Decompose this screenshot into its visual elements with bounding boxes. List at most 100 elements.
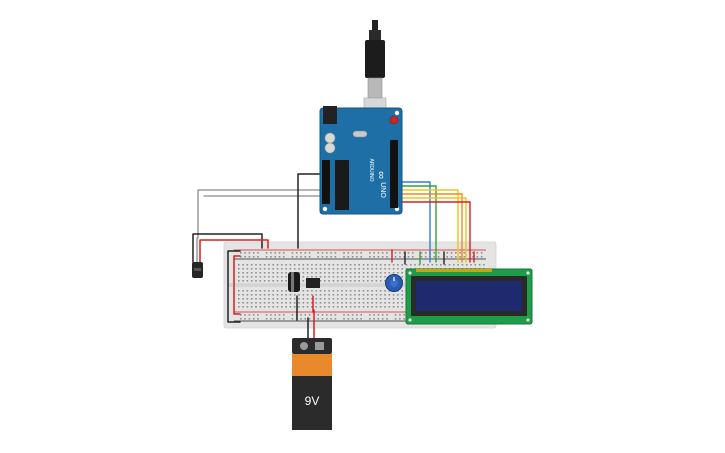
breadboard-hole	[263, 294, 266, 296]
potentiometer[interactable]	[385, 274, 403, 292]
breadboard-hole	[238, 302, 240, 304]
breadboard-hole	[397, 264, 399, 266]
breadboard-hole	[252, 252, 255, 254]
breadboard-hole	[328, 298, 330, 300]
breadboard-hole	[388, 264, 391, 266]
breadboard-hole	[371, 264, 373, 266]
breadboard-hole	[276, 290, 279, 292]
lcd-display[interactable]	[405, 268, 533, 325]
breadboard-hole	[461, 264, 464, 266]
breadboard-hole	[369, 314, 371, 316]
breadboard-hole	[373, 314, 375, 316]
breadboard-hole	[281, 268, 283, 270]
breadboard-hole	[358, 306, 360, 308]
breadboard-hole	[319, 306, 322, 308]
breadboard-hole	[371, 272, 373, 274]
breadboard-hole	[300, 318, 302, 320]
breadboard-hole	[349, 306, 352, 308]
breadboard-hole	[263, 268, 266, 270]
breadboard-hole	[283, 318, 285, 320]
breadboard-hole	[397, 268, 399, 270]
breadboard-hole	[324, 306, 326, 308]
breadboard-hole	[336, 294, 339, 296]
breadboard-hole	[319, 294, 322, 296]
breadboard-hole	[255, 272, 257, 274]
breadboard-hole	[265, 252, 268, 254]
breadboard-hole	[362, 268, 365, 270]
breadboard-hole	[306, 276, 309, 278]
breadboard-hole	[272, 306, 274, 308]
breadboard-hole	[283, 314, 285, 316]
temperature-sensor[interactable]	[192, 262, 203, 278]
breadboard-hole	[268, 294, 270, 296]
breadboard-hole	[238, 298, 240, 300]
breadboard-hole	[283, 252, 285, 254]
breadboard-hole	[248, 256, 251, 258]
breadboard-hole	[392, 294, 395, 296]
breadboard-hole	[248, 318, 251, 320]
battery-9v[interactable]: 9V	[292, 338, 332, 430]
breadboard-hole	[321, 318, 324, 320]
breadboard-hole	[324, 268, 326, 270]
wire-lcd-blue	[397, 181, 431, 263]
breadboard-hole	[388, 268, 391, 270]
arduino-uno[interactable]: ∞ ARDUINO UNO	[319, 106, 403, 215]
breadboard-hole	[384, 294, 386, 296]
breadboard-hole	[403, 256, 405, 258]
breadboard-hole	[281, 298, 283, 300]
breadboard-hole	[401, 276, 403, 278]
breadboard-hole	[265, 314, 268, 316]
voltage-regulator[interactable]	[306, 278, 320, 288]
breadboard-hole	[480, 256, 483, 258]
breadboard-hole	[311, 264, 313, 266]
reset-button[interactable]	[389, 115, 399, 125]
breadboard-hole	[381, 256, 384, 258]
breadboard-hole	[371, 294, 373, 296]
breadboard-hole	[401, 268, 403, 270]
breadboard-hole	[238, 280, 240, 282]
breadboard-hole	[238, 294, 240, 296]
breadboard-hole	[470, 264, 472, 266]
breadboard-hole	[336, 306, 339, 308]
wire-rail-left-red	[233, 255, 241, 315]
breadboard-hole	[341, 272, 343, 274]
power-jack[interactable]	[323, 106, 337, 124]
breadboard-hole	[324, 298, 326, 300]
breadboard-hole	[268, 306, 270, 308]
breadboard-hole	[306, 294, 309, 296]
breadboard-hole	[324, 276, 326, 278]
breadboard-hole	[358, 276, 360, 278]
breadboard-hole	[293, 298, 296, 300]
breadboard-hole	[289, 302, 292, 304]
breadboard-hole	[345, 268, 348, 270]
wire-lcd-red	[397, 201, 471, 263]
breadboard-hole	[371, 290, 373, 292]
breadboard-hole	[270, 252, 272, 254]
breadboard-hole	[246, 276, 249, 278]
breadboard-hole	[427, 264, 429, 266]
breadboard-hole	[354, 268, 356, 270]
breadboard-hole	[351, 252, 354, 254]
breadboard-hole	[463, 252, 466, 254]
breadboard-hole	[341, 276, 343, 278]
breadboard-hole	[349, 272, 352, 274]
breadboard-hole	[336, 264, 339, 266]
breadboard-hole	[345, 272, 348, 274]
breadboard-hole	[317, 314, 319, 316]
breadboard-hole	[257, 318, 259, 320]
breadboard-hole	[268, 302, 270, 304]
breadboard-hole	[265, 256, 268, 258]
breadboard-hole	[263, 280, 266, 282]
breadboard-hole	[347, 318, 350, 320]
breadboard-hole	[263, 306, 266, 308]
electrolytic-capacitor[interactable]	[288, 272, 300, 292]
breadboard-hole	[319, 276, 322, 278]
breadboard-hole	[304, 252, 307, 254]
breadboard-hole	[435, 264, 438, 266]
breadboard-hole	[238, 290, 240, 292]
wire-arduino-black	[297, 173, 327, 249]
breadboard-hole	[259, 290, 262, 292]
breadboard-hole	[311, 272, 313, 274]
breadboard-hole	[349, 276, 352, 278]
breadboard-hole	[304, 318, 307, 320]
